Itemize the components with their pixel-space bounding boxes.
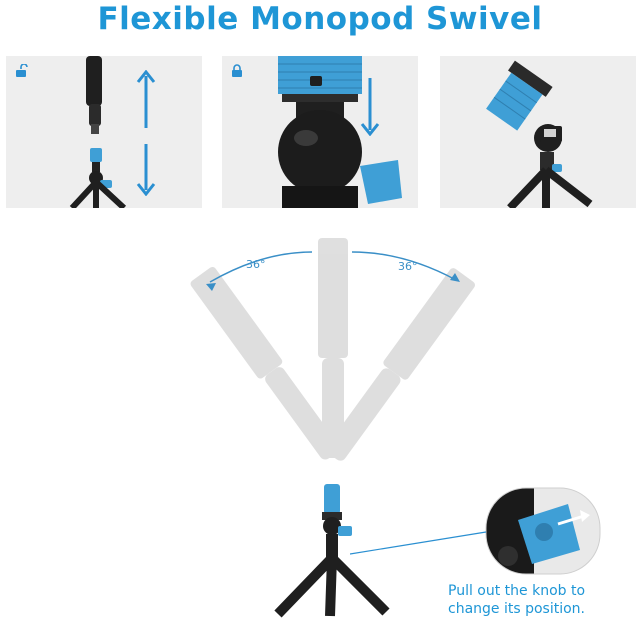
knob-zoom-callout bbox=[485, 487, 601, 575]
callout-pointer bbox=[350, 531, 487, 555]
caption-line-2: change its position. bbox=[448, 601, 585, 617]
swivel-range-illustration bbox=[190, 238, 476, 618]
lock-panel bbox=[222, 56, 418, 208]
ball-head-closeup-illustration bbox=[278, 56, 402, 208]
tilted-swivel-illustration bbox=[486, 60, 593, 208]
caption-line-1: Pull out the knob to bbox=[448, 583, 586, 599]
left-angle-label: 36° bbox=[246, 258, 266, 271]
monopod-separated-illustration bbox=[69, 56, 127, 208]
arrow-down-icon bbox=[360, 78, 380, 136]
page-title: Flexible Monopod Swivel bbox=[97, 1, 543, 37]
arrow-up-icon bbox=[136, 70, 156, 128]
unlock-icon bbox=[16, 64, 28, 77]
lock-icon bbox=[232, 64, 242, 77]
knob-instruction-caption: Pull out the knob to change its position… bbox=[448, 582, 628, 618]
unlock-panel bbox=[6, 56, 202, 208]
swivel-panel bbox=[440, 56, 636, 208]
arrow-down-icon bbox=[136, 144, 156, 196]
right-angle-label: 36° bbox=[398, 260, 418, 273]
